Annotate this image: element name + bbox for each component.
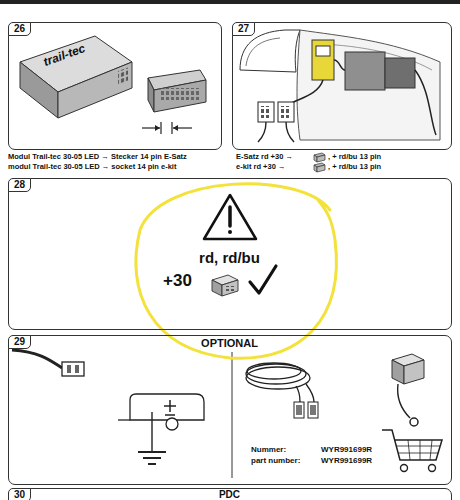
panel-text: WYR991699R xyxy=(321,456,372,465)
step-panel: 26 trail-tec xyxy=(8,22,222,150)
panel-text: OPTIONAL xyxy=(9,337,450,350)
step-panel: 28 rd, rd/bu +30 xyxy=(8,178,452,330)
brand-text: trail-tec xyxy=(42,42,87,70)
step-number: 26 xyxy=(8,22,31,36)
caption-text: , + rd/bu 13 pin xyxy=(328,163,381,171)
panel-text: +30 xyxy=(163,271,192,291)
panel-text: Nummer: xyxy=(251,445,286,454)
caption-text: modul Trail-tec 30-05 LED → socket 14 pi… xyxy=(8,163,176,171)
step-number: 27 xyxy=(232,22,255,36)
caption-text: e-kit rd +30 → xyxy=(236,163,285,171)
step-panel: 29OPTIONAL Nummer: WYR991699R part number: W… xyxy=(8,335,452,485)
panel-text: part number: xyxy=(251,456,300,465)
step-number: 30 xyxy=(8,488,31,500)
caption-text: E-Satz rd +30 → xyxy=(236,153,293,161)
panel-text: WYR991699R xyxy=(321,445,372,454)
caption-text: , + rd/bu 13 pin xyxy=(328,153,381,161)
step-number: 28 xyxy=(8,178,31,192)
panel-text: rd, rd/bu xyxy=(9,249,450,266)
step-panel: 30PDC xyxy=(8,488,452,500)
panel-text: PDC xyxy=(9,489,450,500)
step-panel: 27 xyxy=(232,22,452,150)
step-number: 29 xyxy=(8,335,31,349)
caption-text: Modul Trail-tec 30-05 LED → Stecker 14 p… xyxy=(8,153,187,161)
